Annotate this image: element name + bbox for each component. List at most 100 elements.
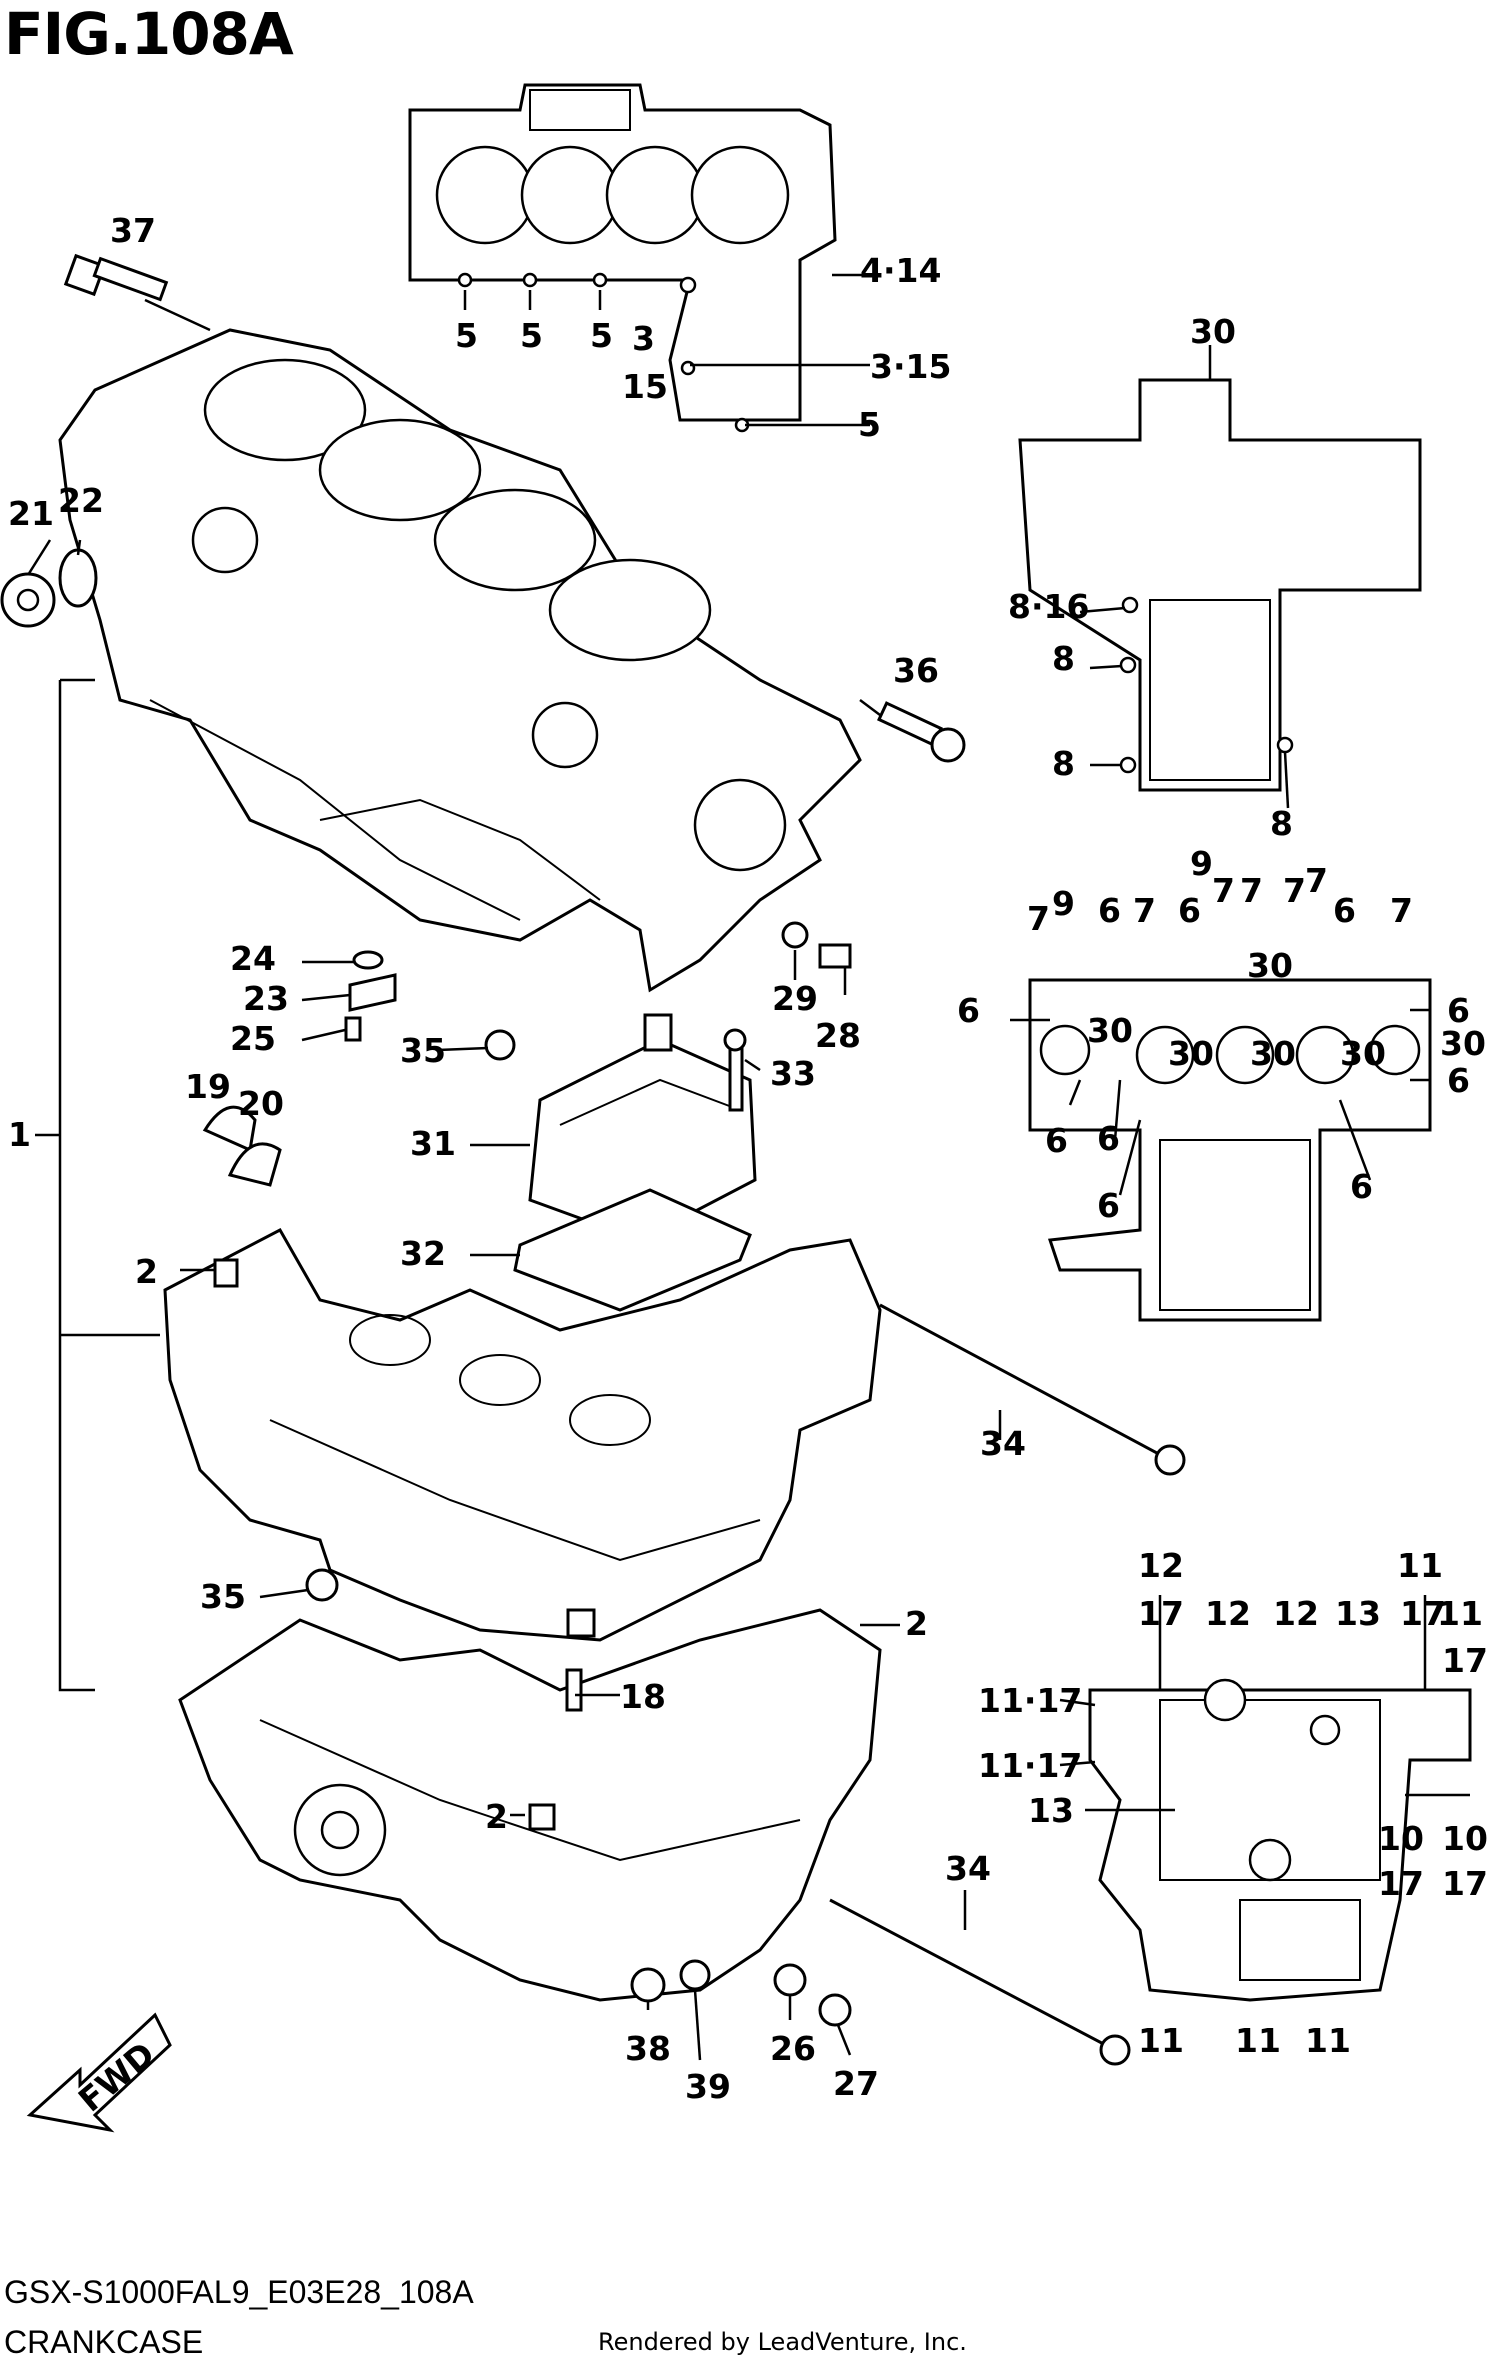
- lower-case-bottom-view: [1088, 1678, 1472, 2002]
- callout-11-a: 11: [1397, 1546, 1443, 1585]
- callout-numbers: 1 2 2 2 3 15 3·15 4·14 5 5 5 5 6 6 6 6 6…: [8, 211, 1488, 2106]
- callout-25: 25: [230, 1019, 276, 1058]
- callout-9-a: 9: [1052, 884, 1075, 923]
- callout-5-d: 5: [858, 405, 881, 444]
- callout-34-upper: 34: [980, 1424, 1026, 1463]
- callout-7-g: 7: [1390, 891, 1413, 930]
- callout-10-b: 10: [1442, 1819, 1488, 1858]
- callout-15: 15: [622, 367, 668, 406]
- callout-2-dowel-upper: 2: [135, 1252, 158, 1291]
- small-fasteners: [202, 921, 852, 2027]
- callout-30-g: 30: [1440, 1024, 1486, 1063]
- callout-11-17-b: 11·17: [978, 1746, 1082, 1785]
- callout-6-d: 6: [957, 991, 980, 1030]
- callout-23: 23: [243, 979, 289, 1018]
- callout-11-d: 11: [1235, 2021, 1281, 2060]
- callout-9-b: 9: [1190, 844, 1213, 883]
- callout-8-a: 8: [1052, 639, 1075, 678]
- callout-30-d: 30: [1168, 1034, 1214, 1073]
- callout-7-e: 7: [1283, 871, 1306, 910]
- callout-24: 24: [230, 939, 276, 978]
- callout-35-lower: 35: [200, 1577, 246, 1616]
- callout-7-f: 7: [1305, 861, 1328, 900]
- middle-crankcase: [163, 1228, 882, 1642]
- callout-32: 32: [400, 1234, 446, 1273]
- callout-10-a: 10: [1378, 1819, 1424, 1858]
- callout-4-14: 4·14: [860, 251, 941, 290]
- callout-11-b: 11: [1437, 1594, 1483, 1633]
- callout-12-c: 12: [1273, 1594, 1319, 1633]
- callout-7-c: 7: [1212, 871, 1235, 910]
- callout-6-a: 6: [1098, 891, 1121, 930]
- callout-8-16: 8·16: [1008, 587, 1089, 626]
- render-credit: Rendered by LeadVenture, Inc.: [598, 2328, 967, 2356]
- callout-5-c: 5: [590, 316, 613, 355]
- callout-5-b: 5: [520, 316, 543, 355]
- callout-2-dowel-lower: 2: [485, 1797, 508, 1836]
- callout-7-d: 7: [1240, 871, 1263, 910]
- callout-26: 26: [770, 2029, 816, 2068]
- callout-22: 22: [58, 481, 104, 520]
- callout-28: 28: [815, 1016, 861, 1055]
- middle-case-bottom-view: [1028, 978, 1432, 1322]
- callout-11-e: 11: [1305, 2021, 1351, 2060]
- callout-8-b: 8: [1052, 744, 1075, 783]
- callout-33: 33: [770, 1054, 816, 1093]
- leader-lines: [26, 273, 1470, 2061]
- callout-17-c: 17: [1442, 1641, 1488, 1680]
- bolt-36: [877, 701, 966, 763]
- callout-30-f: 30: [1340, 1034, 1386, 1073]
- callout-6-c: 6: [1333, 891, 1356, 930]
- callout-34-lower: 34: [945, 1849, 991, 1888]
- callout-6-b: 6: [1178, 891, 1201, 930]
- callout-3: 3: [632, 319, 655, 358]
- callout-12-b: 12: [1205, 1594, 1251, 1633]
- callout-2-dowel-right: 2: [905, 1604, 928, 1643]
- upper-case-bottom-view: [1018, 378, 1422, 792]
- callout-1: 1: [8, 1115, 31, 1154]
- lower-crankcase: [178, 1258, 882, 2002]
- bolt-37: [63, 253, 169, 302]
- callout-29: 29: [772, 979, 818, 1018]
- callout-7-b: 7: [1133, 891, 1156, 930]
- callout-31: 31: [410, 1124, 456, 1163]
- callout-35-upper: 35: [400, 1031, 446, 1070]
- callout-7-a: 7: [1027, 899, 1050, 938]
- callout-27: 27: [833, 2064, 879, 2103]
- figure-title: FIG.108A: [4, 0, 294, 68]
- callout-12-a: 12: [1138, 1546, 1184, 1585]
- callout-18: 18: [620, 1677, 666, 1716]
- callout-11-c: 11: [1138, 2021, 1184, 2060]
- breather-cover-assembly: [513, 1013, 757, 1312]
- callout-19: 19: [185, 1067, 231, 1106]
- callout-37: 37: [110, 211, 156, 250]
- callout-17-e: 17: [1442, 1864, 1488, 1903]
- callout-17-b: 17: [1400, 1594, 1446, 1633]
- callout-20: 20: [238, 1084, 284, 1123]
- upper-crankcase: [58, 328, 862, 993]
- callout-6-e: 6: [1447, 991, 1470, 1030]
- plug-21-and-gasket-22: [0, 548, 98, 628]
- cylinder-head-gasket-view: [408, 83, 837, 433]
- callout-36: 36: [893, 651, 939, 690]
- callout-30-c: 30: [1087, 1011, 1133, 1050]
- callout-38: 38: [625, 2029, 671, 2068]
- callout-17-d: 17: [1378, 1864, 1424, 1903]
- callout-30-a: 30: [1190, 312, 1236, 351]
- callout-6-f: 6: [1447, 1061, 1470, 1100]
- callout-6-h: 6: [1097, 1119, 1120, 1158]
- callout-8-c: 8: [1270, 804, 1293, 843]
- callout-11-17-a: 11·17: [978, 1681, 1082, 1720]
- callout-6-j: 6: [1350, 1167, 1373, 1206]
- section-name: CRANKCASE: [4, 2324, 204, 2360]
- callout-13-a: 13: [1335, 1594, 1381, 1633]
- callout-21: 21: [8, 494, 54, 533]
- through-bolts-34: [829, 1303, 1186, 2066]
- model-code: GSX-S1000FAL9_E03E28_108A: [4, 2274, 474, 2310]
- callout-17-a: 17: [1138, 1594, 1184, 1633]
- callout-5-a: 5: [455, 316, 478, 355]
- callout-3-15: 3·15: [870, 347, 951, 386]
- forward-direction-arrow: FWD: [26, 2012, 172, 2133]
- callout-6-g: 6: [1045, 1121, 1068, 1160]
